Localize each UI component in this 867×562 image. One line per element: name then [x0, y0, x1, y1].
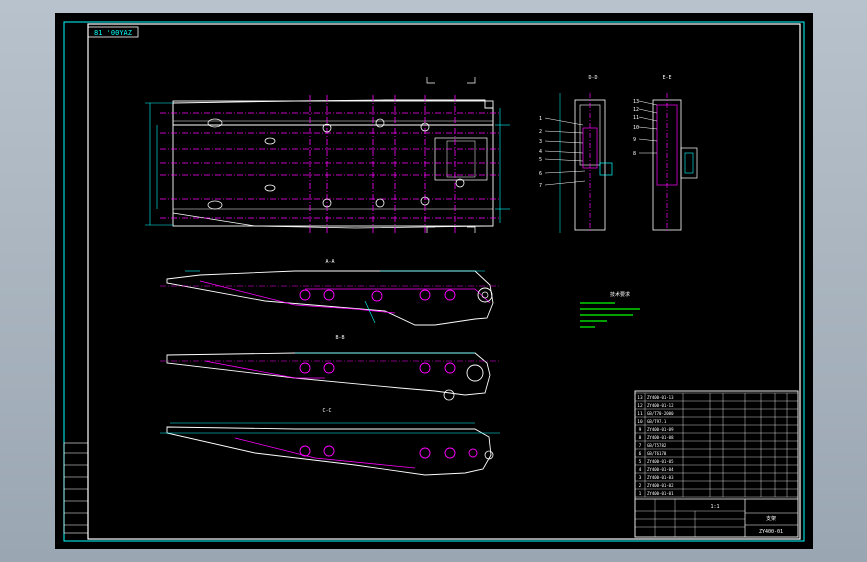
bom-row-number: 13 [637, 395, 643, 401]
bom-row-code: GB/T5782 [647, 443, 667, 448]
bom-row-code: ZY400-01-08 [647, 435, 674, 440]
section-aa: A-A [160, 259, 500, 326]
bom-row-number: 9 [639, 427, 642, 433]
notes-title: 技术要求 [610, 291, 630, 298]
dd-callout-4: 4 [539, 149, 542, 155]
section-bb: B-B [160, 335, 500, 401]
bom-row-code: ZY400-01-05 [647, 459, 674, 464]
title-scale: 1:1 [710, 504, 719, 510]
bom-row-number: 3 [639, 475, 642, 481]
bom-row-code: ZY400-01-12 [647, 403, 674, 408]
bom-row-code: ZY400-01-02 [647, 483, 674, 488]
stamp-box [87, 26, 139, 38]
dd-callout-6: 6 [539, 171, 542, 177]
plan-dimensions [145, 102, 510, 226]
bom-row-number: 12 [637, 403, 643, 409]
bom-row-code: GB/T6170 [647, 451, 667, 456]
bom-row-number: 7 [639, 443, 642, 449]
dd-callout-3: 3 [539, 139, 542, 145]
section-cc: C-C [160, 408, 500, 476]
section-bb-label: B-B [335, 335, 344, 341]
bom-row-number: 11 [637, 411, 643, 417]
dd-callout-7: 7 [539, 183, 542, 189]
bom-row-number: 10 [637, 419, 643, 425]
bom-row-code: GB/T97.1 [647, 419, 667, 424]
plan-view [145, 77, 510, 233]
dd-callout-5: 5 [539, 157, 542, 163]
dd-callout-1: 1 [539, 116, 542, 122]
bom-row-code: ZY400-01-03 [647, 475, 674, 480]
ee-callout-11: 11 [633, 115, 639, 121]
drawing-canvas[interactable]: 81 '00YAZ [55, 13, 813, 549]
plan-outline [172, 100, 494, 227]
bom-row-code: GB/T70-2000 [647, 411, 674, 416]
bom-row-number: 4 [639, 467, 642, 473]
section-aa-label: A-A [325, 259, 334, 265]
ee-callout-9: 9 [633, 137, 636, 143]
dd-callout-2: 2 [539, 129, 542, 135]
stamp-text: 81 '00YAZ [94, 29, 132, 37]
section-ee-label: E-E [662, 75, 671, 81]
title-name: 支架 [766, 515, 776, 522]
bom-row-code: ZY400-01-01 [647, 491, 674, 496]
section-dd: D-D 1 2 3 [539, 75, 613, 233]
ee-callout-8: 8 [633, 151, 636, 157]
bom-row-code: ZY400-01-13 [647, 395, 674, 400]
bom-row-code: ZY400-01-04 [647, 467, 674, 472]
section-dd-label: D-D [588, 75, 597, 81]
bom-row-code: ZY400-01-09 [647, 427, 674, 432]
bom-row-number: 1 [639, 491, 642, 497]
ee-callout-13: 13 [633, 99, 639, 105]
plan-centerlines [160, 95, 500, 233]
inner-frame [87, 23, 801, 540]
drawing-svg: 81 '00YAZ [63, 21, 805, 542]
section-ee: E-E 13 12 11 10 [633, 75, 698, 233]
ee-callout-10: 10 [633, 125, 639, 131]
bom-row-number: 8 [639, 435, 642, 441]
outer-frame [63, 21, 805, 542]
bom-row-number: 6 [639, 451, 642, 457]
bom-row-number: 5 [639, 459, 642, 465]
revision-strip [63, 442, 89, 534]
section-cc-label: C-C [322, 408, 331, 414]
ee-callout-12: 12 [633, 107, 639, 113]
bom-row-number: 2 [639, 483, 642, 489]
technical-notes: 技术要求 [580, 291, 640, 328]
title-drawing-no: ZY400-01 [759, 529, 783, 535]
